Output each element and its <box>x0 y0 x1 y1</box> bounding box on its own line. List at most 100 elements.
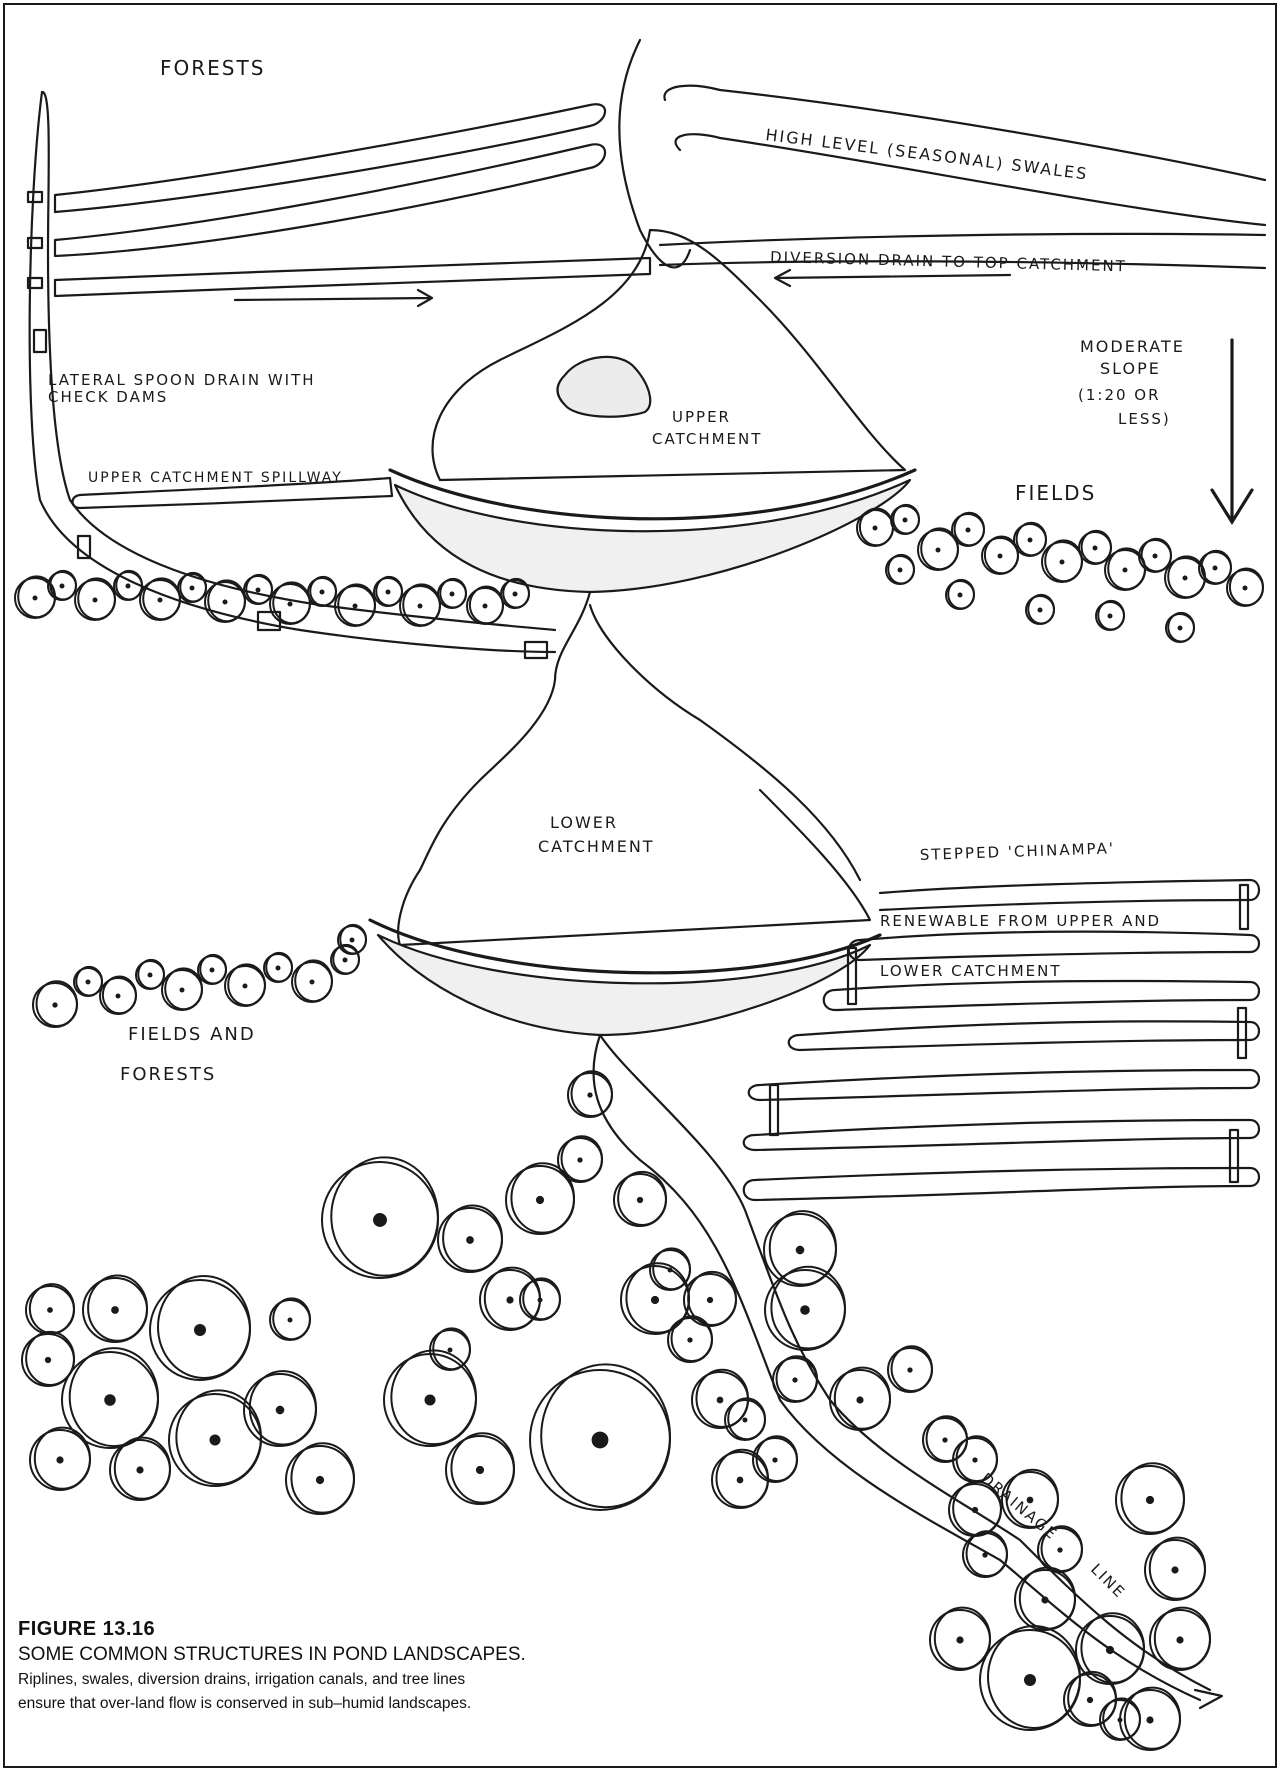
tree-right_fields-15 <box>1026 595 1054 624</box>
tree-lower_left-8 <box>292 960 332 1002</box>
tree-lower_left-1 <box>74 967 102 996</box>
tree-lower_left-10 <box>338 925 366 954</box>
tree-bottom_forest-2 <box>83 1275 147 1342</box>
tree-bottom_forest-22 <box>614 1172 666 1226</box>
label-fields: FIELDS <box>1015 481 1096 505</box>
tree-bottom_forest-6 <box>150 1276 250 1380</box>
figure-number: FIGURE 13.16 <box>18 1618 738 1641</box>
tree-bottom_forest-27 <box>650 1248 690 1290</box>
label-slope-2: SLOPE <box>1100 359 1161 378</box>
label-fields-and-forests-2: FORESTS <box>120 1064 216 1085</box>
tree-bottom_forest-42 <box>1015 1568 1075 1630</box>
tree-right_fields-3 <box>952 513 984 546</box>
label-upper-catchment-1: UPPER <box>672 408 731 426</box>
tree-bottom_forest-21 <box>530 1364 670 1510</box>
tree-bottom_forest-7 <box>169 1390 261 1486</box>
figure-description-line-1: Riplines, swales, diversion drains, irri… <box>18 1669 738 1690</box>
tree-bottom_forest-4 <box>30 1428 90 1490</box>
tree-mid_left-2 <box>75 578 115 620</box>
label-forests: FORESTS <box>160 56 265 80</box>
flow-arrow-left <box>775 270 1010 286</box>
tree-bottom_forest-17 <box>520 1278 560 1320</box>
tree-bottom_forest-19 <box>558 1136 602 1182</box>
tree-lower_left-7 <box>264 953 292 982</box>
tree-right_fields-12 <box>1227 569 1263 606</box>
tree-lower_left-2 <box>100 977 136 1014</box>
tree-mid_left-11 <box>374 577 402 606</box>
tree-bottom_forest-1 <box>22 1332 74 1386</box>
tree-bottom_forest-33 <box>764 1211 836 1286</box>
tree-bottom_forest-14 <box>438 1205 502 1272</box>
tree-bottom_forest-20 <box>568 1071 612 1117</box>
tree-bottom_forest-48 <box>1150 1608 1210 1670</box>
tree-right_fields-4 <box>982 537 1018 574</box>
tree-lower_left-4 <box>162 968 202 1010</box>
tree-right_fields-1 <box>891 505 919 534</box>
tree-lower_left-5 <box>198 955 226 984</box>
tree-bottom_forest-50 <box>1120 1688 1180 1750</box>
tree-right_fields-9 <box>1139 539 1171 572</box>
label-lower-catchment-2: CATCHMENT <box>538 837 655 856</box>
flow-arrow-right <box>235 290 432 306</box>
tree-bottom_forest-34 <box>830 1368 890 1430</box>
tree-bottom_forest-46 <box>1116 1463 1184 1534</box>
tree-bottom_forest-10 <box>286 1443 354 1514</box>
forest-swales <box>55 104 650 296</box>
tree-bottom_forest-3 <box>62 1348 158 1448</box>
tree-mid_left-9 <box>308 577 336 606</box>
tree-bottom_forest-32 <box>765 1267 845 1350</box>
figure-caption: FIGURE 13.16 SOME COMMON STRUCTURES IN P… <box>18 1618 738 1714</box>
tree-bottom_forest-28 <box>712 1450 768 1508</box>
tree-right_fields-6 <box>1042 540 1082 582</box>
tree-bottom_forest-13 <box>446 1433 514 1504</box>
label-slope-1: MODERATE <box>1080 337 1185 356</box>
tree-bottom_forest-9 <box>270 1298 310 1340</box>
label-chinampa-3: LOWER CATCHMENT <box>880 962 1062 980</box>
tree-right_fields-14 <box>946 580 974 609</box>
label-spoon-drain-1: LATERAL SPOON DRAIN WITH <box>48 371 316 389</box>
tree-right_fields-7 <box>1079 531 1111 564</box>
spoon-drain-check-dams <box>28 192 547 658</box>
lower-catchment-outline <box>398 790 870 945</box>
tree-right_fields-16 <box>1096 601 1124 630</box>
label-chinampa-2: RENEWABLE FROM UPPER AND <box>880 912 1161 930</box>
tree-bottom_forest-43 <box>930 1608 990 1670</box>
tree-bottom_forest-35 <box>888 1346 932 1392</box>
label-slope-4: LESS) <box>1118 410 1171 428</box>
label-swales: HIGH LEVEL (SEASONAL) SWALES <box>765 125 1090 183</box>
tree-bottom_forest-11 <box>322 1157 438 1278</box>
tree-bottom_forest-44 <box>980 1626 1080 1730</box>
tree-bottom_forest-26 <box>668 1316 712 1362</box>
tree-mid_left-13 <box>438 579 466 608</box>
tree-right_fields-5 <box>1014 523 1046 556</box>
tree-lower_left-3 <box>136 960 164 989</box>
tree-bottom_forest-49 <box>1064 1672 1116 1726</box>
tree-mid_left-10 <box>335 584 375 626</box>
tree-mid_left-12 <box>400 584 440 626</box>
tree-lower_left-0 <box>33 981 77 1027</box>
tree-bottom_forest-23 <box>621 1263 689 1334</box>
high-level-swales <box>660 86 1265 268</box>
label-lower-catchment-1: LOWER <box>550 813 618 832</box>
label-chinampa-1: STEPPED 'CHINAMPA' <box>920 839 1116 864</box>
figure-description-line-2: ensure that over-land flow is conserved … <box>18 1693 738 1714</box>
label-diversion: DIVERSION DRAIN TO TOP CATCHMENT <box>770 248 1127 275</box>
upper-catchment-island <box>558 357 651 417</box>
tree-bottom_forest-8 <box>244 1371 316 1446</box>
label-spoon-drain-2: CHECK DAMS <box>48 388 168 406</box>
tree-bottom_forest-15 <box>430 1328 470 1370</box>
label-drainage-2: LINE <box>1087 1560 1129 1602</box>
tree-lines <box>15 505 1263 1750</box>
tree-bottom_forest-39 <box>963 1531 1007 1577</box>
tree-bottom_forest-0 <box>26 1284 74 1334</box>
tree-mid_left-14 <box>467 587 503 624</box>
figure-title: SOME COMMON STRUCTURES IN POND LANDSCAPE… <box>18 1644 738 1666</box>
tree-right_fields-13 <box>886 555 914 584</box>
tree-bottom_forest-31 <box>773 1356 817 1402</box>
tree-right_fields-0 <box>857 509 893 546</box>
tree-mid_left-7 <box>244 575 272 604</box>
tree-bottom_forest-47 <box>1145 1538 1205 1600</box>
tree-bottom_forest-36 <box>923 1416 967 1462</box>
